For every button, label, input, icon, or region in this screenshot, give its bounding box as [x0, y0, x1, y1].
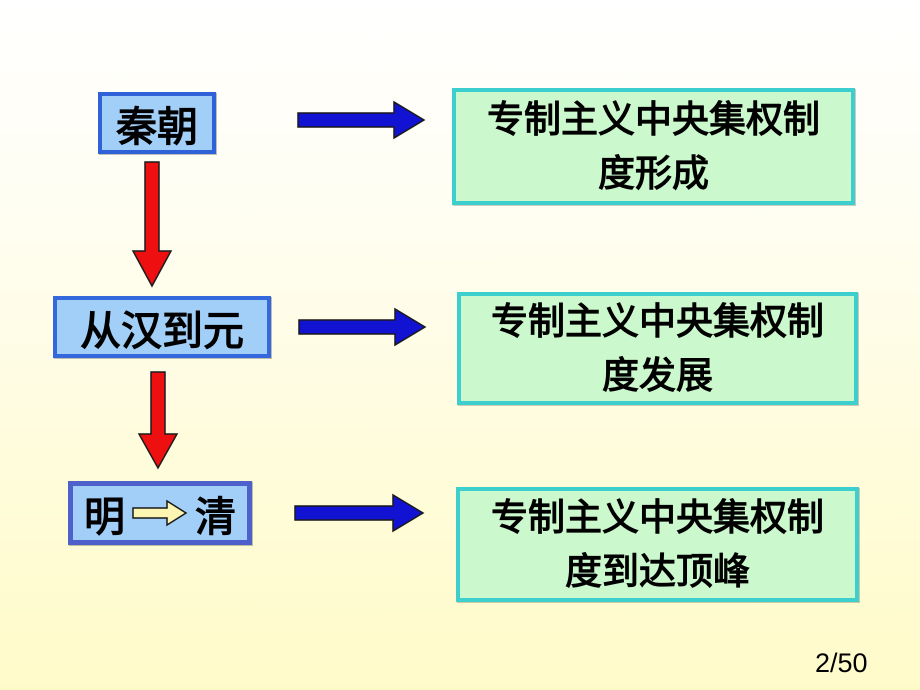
right-arrow-icon — [298, 307, 427, 347]
page-indicator: 2/50 — [815, 648, 868, 678]
outcome-peak-line2: 度到达顶峰 — [565, 550, 750, 592]
small-right-arrow-icon — [132, 499, 188, 527]
outcome-box-peak: 专制主义中央集权制 度到达顶峰 — [456, 487, 859, 602]
outcome-box-formation: 专制主义中央集权制 度形成 — [452, 88, 855, 205]
right-arrow-icon — [294, 493, 425, 533]
outcome-development-line1: 专制主义中央集权制 — [491, 300, 824, 342]
dynasty-qing-label: 清 — [195, 494, 236, 540]
outcome-formation-line2: 度形成 — [598, 152, 709, 194]
dynasty-ming-label: 明 — [84, 494, 125, 540]
dynasty-box-han-to-yuan-label: 从汉到元 — [80, 308, 244, 354]
outcome-development-line2: 度发展 — [602, 354, 713, 396]
outcome-formation-line1: 专制主义中央集权制 — [487, 98, 820, 140]
outcome-peak-line1: 专制主义中央集权制 — [491, 496, 824, 538]
outcome-box-development: 专制主义中央集权制 度发展 — [457, 292, 858, 405]
down-arrow-icon — [131, 161, 173, 288]
right-arrow-icon — [297, 100, 426, 140]
down-arrow-icon — [137, 371, 179, 470]
dynasty-box-han-to-yuan: 从汉到元 — [53, 296, 271, 358]
dynasty-box-qin: 秦朝 — [98, 92, 216, 154]
dynasty-box-qin-label: 秦朝 — [116, 104, 198, 150]
dynasty-box-ming-qing: 明 清 — [68, 481, 252, 545]
